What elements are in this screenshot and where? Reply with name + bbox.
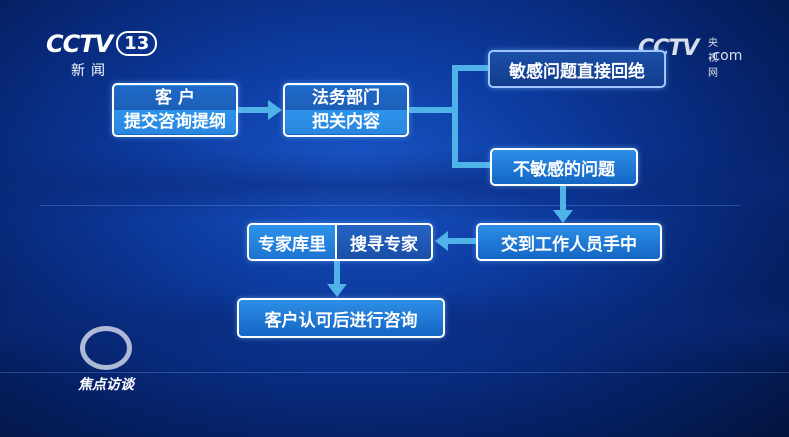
line-legal-to-nonsensitive [452, 110, 490, 168]
watermark-cn: 央视网 [708, 38, 718, 79]
channel-sub-label: 新闻 [71, 63, 111, 79]
cctv-logo-text: CCTV [46, 30, 113, 58]
arrow-head [268, 100, 282, 120]
sensitive-label: 敏感问题直接回绝 [509, 61, 645, 82]
arrow-head [327, 284, 347, 297]
legal-box: 法务部门 把关内容 [283, 83, 409, 137]
sensitive-box: 敏感问题直接回绝 [488, 50, 666, 88]
consult-label: 客户认可后进行咨询 [264, 310, 418, 331]
consult-box: 客户认可后进行咨询 [237, 298, 445, 338]
watermark-com: .com [708, 48, 743, 64]
legal-title: 法务部门 [285, 86, 407, 110]
show-name: 焦点访谈 [78, 377, 134, 393]
cctv-com-watermark: CCTV 央视网 .com [638, 36, 742, 79]
show-logo-icon [80, 326, 132, 370]
line-legal-to-sensitive [409, 65, 488, 113]
client-box: 客 户 提交咨询提纲 [112, 83, 238, 137]
client-title: 客 户 [114, 86, 236, 110]
expert-left-label: 专家库里 [249, 225, 335, 259]
arrow-head [435, 231, 448, 251]
background-band [0, 150, 789, 220]
expert-right-label: 搜寻专家 [335, 225, 431, 259]
staff-box: 交到工作人员手中 [476, 223, 662, 261]
background-streak [0, 372, 789, 373]
expert-box: 专家库里 搜寻专家 [247, 223, 433, 261]
client-action: 提交咨询提纲 [114, 110, 236, 134]
background-streak [40, 205, 740, 206]
legal-action: 把关内容 [285, 110, 407, 134]
show-logo: 焦点访谈 [66, 326, 146, 396]
nonsensitive-label: 不敏感的问题 [513, 159, 615, 180]
channel-number: 13 [116, 31, 158, 56]
staff-label: 交到工作人员手中 [501, 234, 637, 255]
nonsensitive-box: 不敏感的问题 [490, 148, 638, 186]
arrow-head [553, 210, 573, 223]
